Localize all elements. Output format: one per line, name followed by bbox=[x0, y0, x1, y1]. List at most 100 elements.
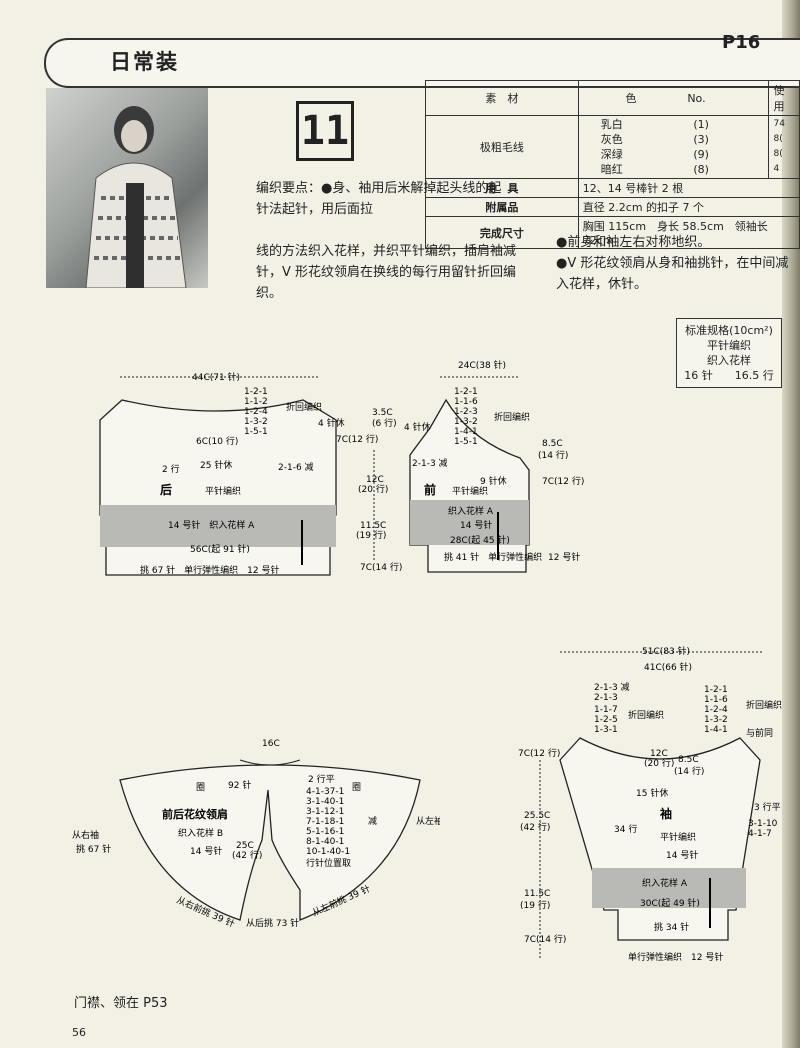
dim-c: 12C bbox=[366, 475, 384, 485]
front-dec: 2-1-3 减 bbox=[412, 457, 448, 469]
collar-neck-curve bbox=[239, 759, 301, 766]
sleeve-width2: 41C(66 针) bbox=[644, 661, 692, 673]
collar-marker: 行针位置取 bbox=[306, 857, 351, 869]
collar-depth: 25C bbox=[236, 841, 254, 851]
sleeve-left-turn-label: 折回编织 bbox=[628, 709, 664, 721]
color-use-value: 8( bbox=[773, 134, 783, 144]
front-turn-3: 1-2-3 bbox=[454, 407, 478, 417]
color-use: 74 8( 8( 4 bbox=[768, 115, 800, 179]
front-rib: 挑 41 针 单行弹性编织 bbox=[444, 551, 542, 563]
collar-step-7: 10-1-40-1 bbox=[306, 847, 350, 857]
back-pattern-band bbox=[100, 505, 336, 547]
sleeve-left-turn-3: 1-3-1 bbox=[594, 725, 618, 735]
sleeve-d5: 11.5C bbox=[524, 889, 550, 899]
back-two-rows: 2 行 bbox=[162, 463, 180, 475]
sleeve-label: 袖 bbox=[660, 806, 672, 821]
front-turn-1: 1-2-1 bbox=[454, 387, 478, 397]
materials-table: 素 材 色 No. 使用 极粗毛线 乳白 灰色 深绿 暗红 (1) (3) (9… bbox=[425, 80, 800, 249]
sleeve-needle: 14 号针 bbox=[666, 849, 698, 861]
collar-step-4: 7-1-18-1 bbox=[306, 817, 344, 827]
sleeve-left-turn-1: 1-1-7 bbox=[594, 705, 618, 715]
sleeve-right-turn-4: 1-3-2 bbox=[704, 715, 728, 725]
sleeve-bottom: 30C(起 49 针) bbox=[640, 897, 700, 909]
front-pattern-band bbox=[410, 500, 529, 545]
collar-right-cuff: 从右袖 bbox=[72, 829, 99, 841]
color-name: 深绿 bbox=[600, 148, 623, 161]
sleeve-d2: 12C bbox=[650, 749, 668, 759]
sleeve-rib: 单行弹性编织 12 号针 bbox=[628, 951, 723, 963]
collar-step-6: 8-1-40-1 bbox=[306, 837, 344, 847]
collar-outline bbox=[119, 764, 421, 921]
head-use: 使用 bbox=[768, 80, 800, 116]
collar-two-rows: 2 行平 bbox=[308, 773, 335, 785]
back-turn-2: 1-1-2 bbox=[244, 397, 268, 407]
collar-depth2: (42 行) bbox=[232, 849, 262, 861]
page-code: P16 bbox=[722, 32, 761, 53]
front-rib-needle: 12 号针 bbox=[548, 551, 580, 563]
collar-step-2: 3-1-40-1 bbox=[306, 797, 344, 807]
sleeve-side-inc-2: 3-1-10 bbox=[748, 819, 778, 829]
dim-b: 7C(12 行) bbox=[336, 433, 378, 445]
collar-right-pick: 挑 67 针 bbox=[76, 843, 111, 855]
sleeve-rest: 15 针休 bbox=[636, 787, 668, 799]
color-no: (1) bbox=[693, 118, 709, 131]
front-shoulder: 4 针休 bbox=[404, 421, 431, 433]
sleeve-pattern: 织入花样 A bbox=[642, 877, 688, 889]
head-no: No. bbox=[683, 80, 770, 116]
color-use-value: 8( bbox=[773, 149, 783, 159]
back-label: 后 bbox=[160, 482, 172, 497]
sleeve-top-dec-2: 2-1-3 bbox=[594, 693, 618, 703]
front-width-top: 24C(38 针) bbox=[458, 360, 506, 371]
sleeve-d2b: (20 行) bbox=[644, 757, 674, 769]
back-pattern: 14 号针 织入花样 A bbox=[168, 519, 255, 531]
dim-f: 8.5C bbox=[542, 439, 563, 449]
size-label: 完成尺寸 bbox=[425, 216, 579, 249]
section-title: 日常装 bbox=[110, 50, 179, 74]
sleeve-right-turn-2: 1-1-6 bbox=[704, 695, 728, 705]
dim-d: 11.5C bbox=[360, 521, 386, 531]
dim-g: 7C(12 行) bbox=[542, 475, 584, 487]
front-bottom: 28C(起 45 针) bbox=[450, 534, 510, 546]
front-turn-label: 折回编织 bbox=[494, 411, 530, 423]
collar-circle-a: 圈 bbox=[196, 782, 205, 793]
back-turn-label: 折回编织 bbox=[286, 401, 322, 413]
color-use-value: 4 bbox=[773, 164, 780, 174]
body-diagrams: 44C(71 针) 后 平针编织 14 号针 织入花样 A 56C(起 91 针… bbox=[99, 360, 584, 576]
front-turn-5: 1-4-1 bbox=[454, 427, 478, 437]
color-name: 暗红 bbox=[600, 163, 623, 176]
collar-step-1: 4-1-37-1 bbox=[306, 787, 344, 797]
front-flat: 平针编织 bbox=[452, 485, 488, 497]
collar-stitches: 92 针 bbox=[228, 779, 251, 791]
back-shoulder: 4 针休 bbox=[318, 417, 345, 429]
back-turn-5: 1-5-1 bbox=[244, 427, 268, 437]
gauge-counts: 16 针 16.5 行 bbox=[679, 368, 779, 383]
dim-c2: (20 行) bbox=[358, 483, 388, 495]
sleeve-d6: 7C(14 行) bbox=[524, 933, 566, 945]
gauge-box: 标准规格(10cm²) 平针编织 织入花样 16 针 16.5 行 bbox=[676, 318, 782, 388]
front-turn-4: 1-3-2 bbox=[454, 417, 478, 427]
collar-title: 前后花纹领肩 bbox=[162, 807, 228, 821]
dim-f2: (14 行) bbox=[538, 449, 568, 461]
sleeve-d1: 7C(12 行) bbox=[518, 747, 560, 759]
front-rest: 9 针休 bbox=[480, 475, 507, 487]
collar-pattern: 织入花样 B bbox=[178, 827, 223, 839]
sleeve-side-inc-3: 4-1-7 bbox=[748, 829, 772, 839]
back-rib: 挑 67 针 单行弹性编织 12 号针 bbox=[140, 564, 280, 576]
color-no: (9) bbox=[693, 148, 709, 161]
front-label: 前 bbox=[424, 482, 436, 497]
front-turn-2: 1-1-6 bbox=[454, 397, 478, 407]
collar-step-5: 5-1-16-1 bbox=[306, 827, 344, 837]
sleeve-d3b: (14 行) bbox=[674, 765, 704, 777]
color-name: 灰色 bbox=[600, 133, 623, 146]
collar-diagram: 16C 前后花纹领肩 织入花样 B 14 号针 25C (42 行) 圈 圈 9… bbox=[72, 739, 440, 930]
dim-a: 3.5C bbox=[372, 408, 393, 418]
note-2: ●V 形花纹领肩从身和袖挑针，在中间减入花样，休针。 bbox=[556, 256, 789, 292]
yarn-name: 极粗毛线 bbox=[425, 115, 579, 179]
pattern-number: 11 bbox=[296, 101, 354, 161]
gauge-title: 标准规格(10cm²) bbox=[685, 324, 773, 337]
back-turn-4: 1-3-2 bbox=[244, 417, 268, 427]
sleeve-pick: 挑 34 针 bbox=[654, 921, 689, 933]
page-number: 56 bbox=[72, 1026, 86, 1039]
sleeve-right-turn-label: 折回编织 bbox=[746, 699, 782, 711]
back-flat: 平针编织 bbox=[205, 485, 241, 497]
